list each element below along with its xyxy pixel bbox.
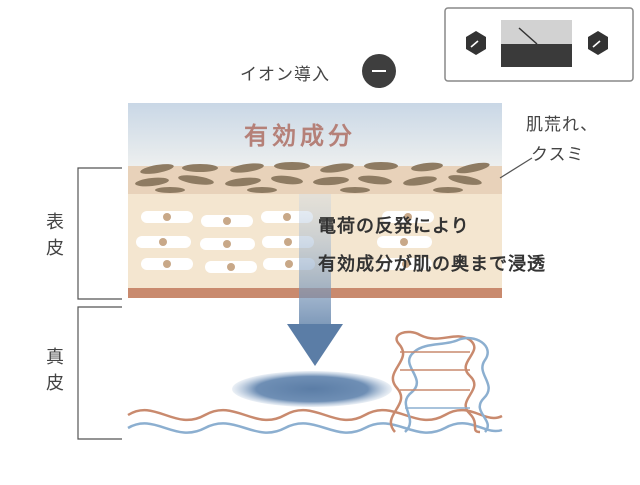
minus-icon xyxy=(362,54,396,88)
layer-brackets xyxy=(77,167,122,440)
epidermis-bracket xyxy=(77,167,122,300)
skin-issue-label-line2: クスミ xyxy=(531,145,585,165)
epidermis-label: 表皮 xyxy=(46,212,64,259)
effect-caption-line2: 有効成分が肌の奥まで浸透 xyxy=(318,254,546,275)
skin-issue-leader-line xyxy=(499,157,533,179)
epidermal-cells xyxy=(136,211,434,273)
dermis-bracket xyxy=(77,306,122,440)
skin-surface-area xyxy=(128,103,502,168)
effect-caption-line1: 電荷の反発により xyxy=(318,216,470,237)
device-icon xyxy=(444,7,634,82)
ion-introduction-label: イオン導入 xyxy=(240,65,330,85)
corneocyte-cells xyxy=(135,162,490,193)
ingredient-diffusion xyxy=(232,371,392,407)
collagen-fibers xyxy=(127,330,503,434)
active-ingredient-label: 有効成分 xyxy=(244,122,356,150)
dermis-label: 真皮 xyxy=(46,347,64,394)
penetration-arrow xyxy=(287,194,343,366)
skin-issue-label-line1: 肌荒れ、 xyxy=(526,115,599,135)
